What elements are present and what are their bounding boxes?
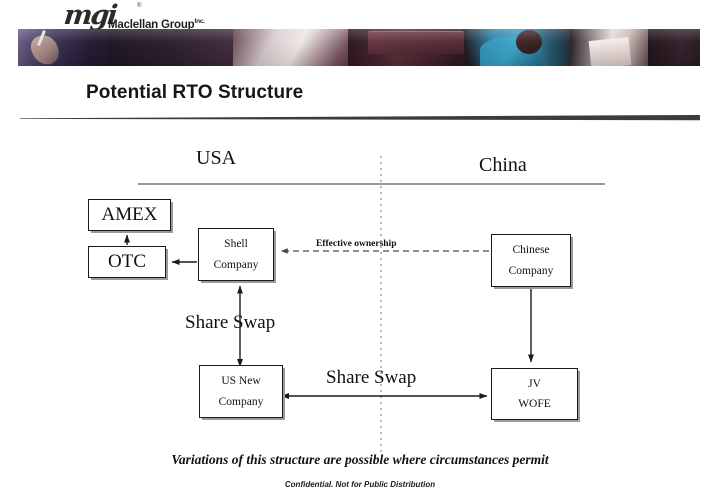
region-label-usa: USA <box>196 147 237 169</box>
confidentiality-notice: Confidential. Not for Public Distributio… <box>284 480 436 489</box>
banner-gloss-overlay <box>18 29 700 66</box>
company-logo: mgi ® Maclellan GroupInc. <box>60 0 240 32</box>
node-otc[interactable]: OTC <box>88 246 166 278</box>
node-chinese-company-line1: Chinese <box>512 244 550 257</box>
title-divider-rule <box>20 115 700 121</box>
banner-photo-segment <box>233 29 363 66</box>
node-amex[interactable]: AMEX <box>88 199 171 231</box>
logo-wordmark: Maclellan GroupInc. <box>108 18 205 31</box>
rto-structure-diagram: USA China AMEX OTC Shell Company Chinese… <box>0 128 720 468</box>
node-shell-company[interactable]: Shell Company <box>198 228 274 281</box>
page-title: Potential RTO Structure <box>86 82 304 103</box>
edge-label-share-swap-vertical: Share Swap <box>185 312 276 333</box>
node-jv-wofe-line1: JV <box>528 377 541 390</box>
node-chinese-company[interactable]: Chinese Company <box>491 234 571 287</box>
diagram-canvas <box>124 156 605 455</box>
logo-company-suffix: Inc. <box>194 18 205 25</box>
banner-laptop-shape <box>368 31 464 54</box>
logo-company-name: Maclellan Group <box>108 18 195 31</box>
node-shell-company-line1: Shell <box>224 238 248 251</box>
node-us-new-company[interactable]: US New Company <box>199 365 283 418</box>
node-amex-label: AMEX <box>101 204 158 226</box>
header-banner-image <box>18 29 700 66</box>
node-us-new-company-line2: Company <box>218 395 264 408</box>
node-us-new-company-line1: US New <box>221 375 261 388</box>
banner-photo-segment <box>648 29 700 66</box>
edge-label-share-swap-horizontal: Share Swap <box>326 367 417 388</box>
node-shell-company-line2: Company <box>213 258 259 271</box>
node-chinese-company-line2: Company <box>508 264 554 277</box>
slide-footnote: Variations of this structure are possibl… <box>171 452 549 467</box>
edge-label-effective-ownership: Effective ownership <box>316 239 397 249</box>
region-label-china: China <box>479 154 527 176</box>
node-jv-wofe[interactable]: JV WOFE <box>491 368 578 420</box>
logo-trademark-icon: ® <box>137 3 142 9</box>
node-otc-label: OTC <box>108 251 146 273</box>
node-jv-wofe-line2: WOFE <box>518 398 551 410</box>
banner-head-shape <box>516 30 542 54</box>
